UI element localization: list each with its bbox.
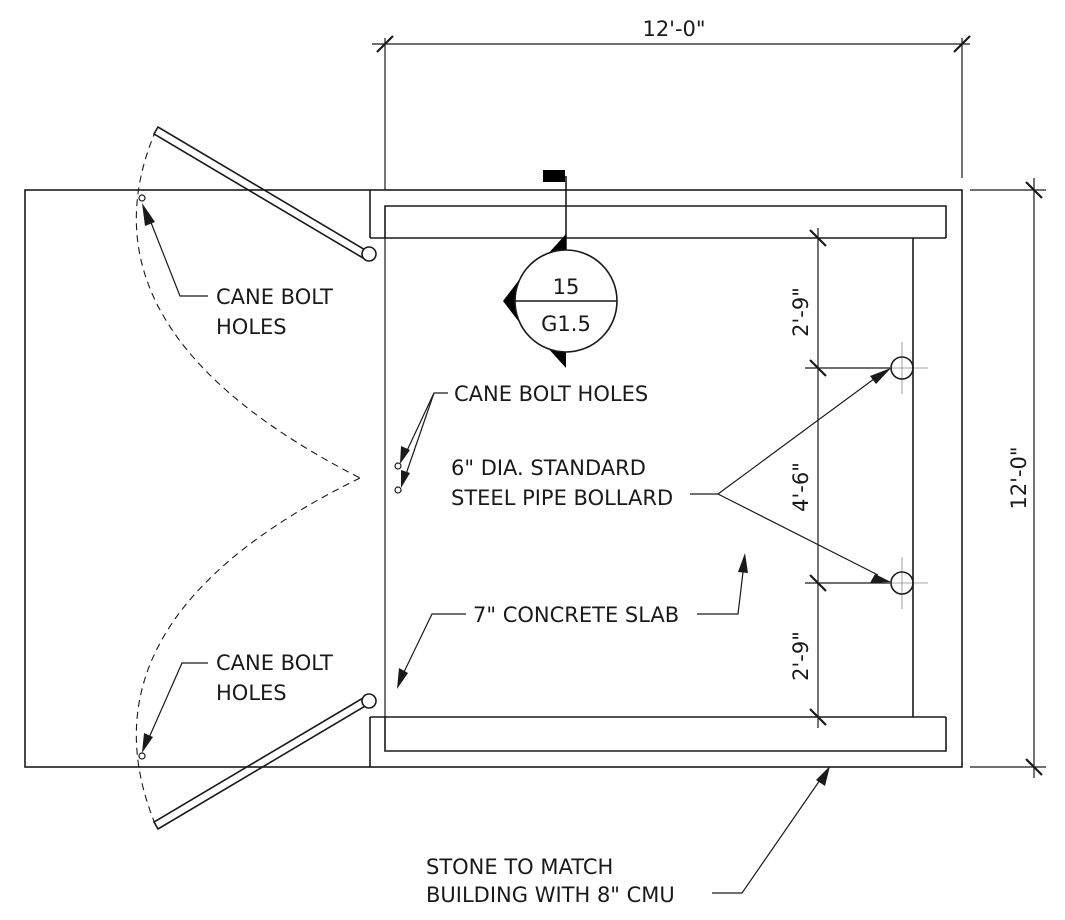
leader-bollard-top <box>690 375 879 495</box>
dimension-bollard-spacing: 2'-9" 4'-6" 2'-9" <box>789 228 890 728</box>
bollard-bottom <box>890 571 914 595</box>
depth-dim-text: 12'-0" <box>1007 446 1031 509</box>
bollard-dim-middle-text: 4'-6" <box>789 462 813 512</box>
label-bollard-line1: 6" DIA. STANDARD <box>451 456 646 480</box>
leader-bollard-bottom <box>717 493 879 576</box>
label-cane-upper-line1: CANE BOLT <box>216 285 333 309</box>
bollards <box>876 342 928 609</box>
leader-cane-upper-arrow <box>142 203 155 226</box>
leader-cane-center-b-arrow <box>401 470 410 488</box>
bollard-tick-4 <box>809 708 827 726</box>
bollard-dim-top-text: 2'-9" <box>789 287 813 337</box>
section-cut-flag <box>543 170 565 182</box>
label-cane-lower-line1: CANE BOLT <box>216 651 333 675</box>
top-wall-inner <box>384 205 947 238</box>
upper-gate-swing-arc <box>135 129 361 479</box>
bollard-tick-2 <box>809 359 827 377</box>
cane-bolt-hole-lower <box>138 752 146 760</box>
leader-slab-left <box>403 613 466 673</box>
cane-bolt-hole-upper <box>138 194 146 202</box>
cane-bolt-hole-center-b <box>394 486 402 494</box>
width-tick-right <box>953 35 971 53</box>
lower-gate-leaf <box>152 696 369 831</box>
section-sheet: G1.5 <box>541 312 591 336</box>
label-cane-lower-line2: HOLES <box>216 681 287 705</box>
label-cane-upper-line2: HOLES <box>216 315 287 339</box>
section-arrow-left <box>503 280 519 322</box>
enclosure-walls <box>24 189 963 768</box>
leader-cane-upper <box>149 219 208 297</box>
leader-wall-arrow <box>816 766 830 786</box>
label-cane-center: CANE BOLT HOLES <box>454 382 648 406</box>
leader-cane-center-b <box>403 392 435 481</box>
leader-slab-right <box>697 571 744 615</box>
label-bollard-line2: STEEL PIPE BOLLARD <box>451 486 673 510</box>
dimension-width: 12'-0" <box>372 17 971 190</box>
bollard-dim-bottom-text: 2'-9" <box>789 631 813 681</box>
depth-tick-bottom <box>1025 758 1043 776</box>
section-marker: 15 G1.5 <box>503 170 618 368</box>
cane-bolt-hole-center-a <box>394 462 402 470</box>
label-slab: 7" CONCRETE SLAB <box>473 603 679 627</box>
leader-cane-center-a <box>403 392 448 458</box>
gates <box>135 125 402 831</box>
lower-gate-hinge <box>361 693 377 709</box>
bollard-tick-1 <box>809 229 827 247</box>
leader-cane-lower-arrow <box>142 733 153 753</box>
leader-wall <box>712 779 821 894</box>
depth-tick-top <box>1025 181 1043 199</box>
callout-labels: CANE BOLT HOLES CANE BOLT HOLES 6" DIA. … <box>216 285 679 907</box>
width-dim-text: 12'-0" <box>642 17 705 41</box>
leader-bollard-top-arrow <box>870 368 891 384</box>
upper-gate-hinge <box>361 246 377 262</box>
leaders <box>142 203 891 894</box>
dimension-depth: 12'-0" <box>970 178 1046 778</box>
lower-gate-swing-arc <box>135 477 361 827</box>
upper-gate-leaf <box>152 125 369 260</box>
leader-slab-left-arrow <box>397 668 408 689</box>
width-tick-left <box>376 35 394 53</box>
leader-cane-center-a-arrow <box>400 446 410 464</box>
leader-slab-right-arrow <box>738 553 748 573</box>
bollard-tick-3 <box>809 574 827 592</box>
label-wall-line1: STONE TO MATCH <box>426 855 613 879</box>
label-wall-line2: BUILDING WITH 8" CMU <box>426 883 675 907</box>
outer-slab-outline <box>24 189 963 768</box>
leader-bollard-bottom-arrow <box>870 574 891 583</box>
bottom-wall-inner <box>384 717 947 752</box>
section-number: 15 <box>553 275 580 299</box>
leader-cane-lower <box>147 662 208 741</box>
